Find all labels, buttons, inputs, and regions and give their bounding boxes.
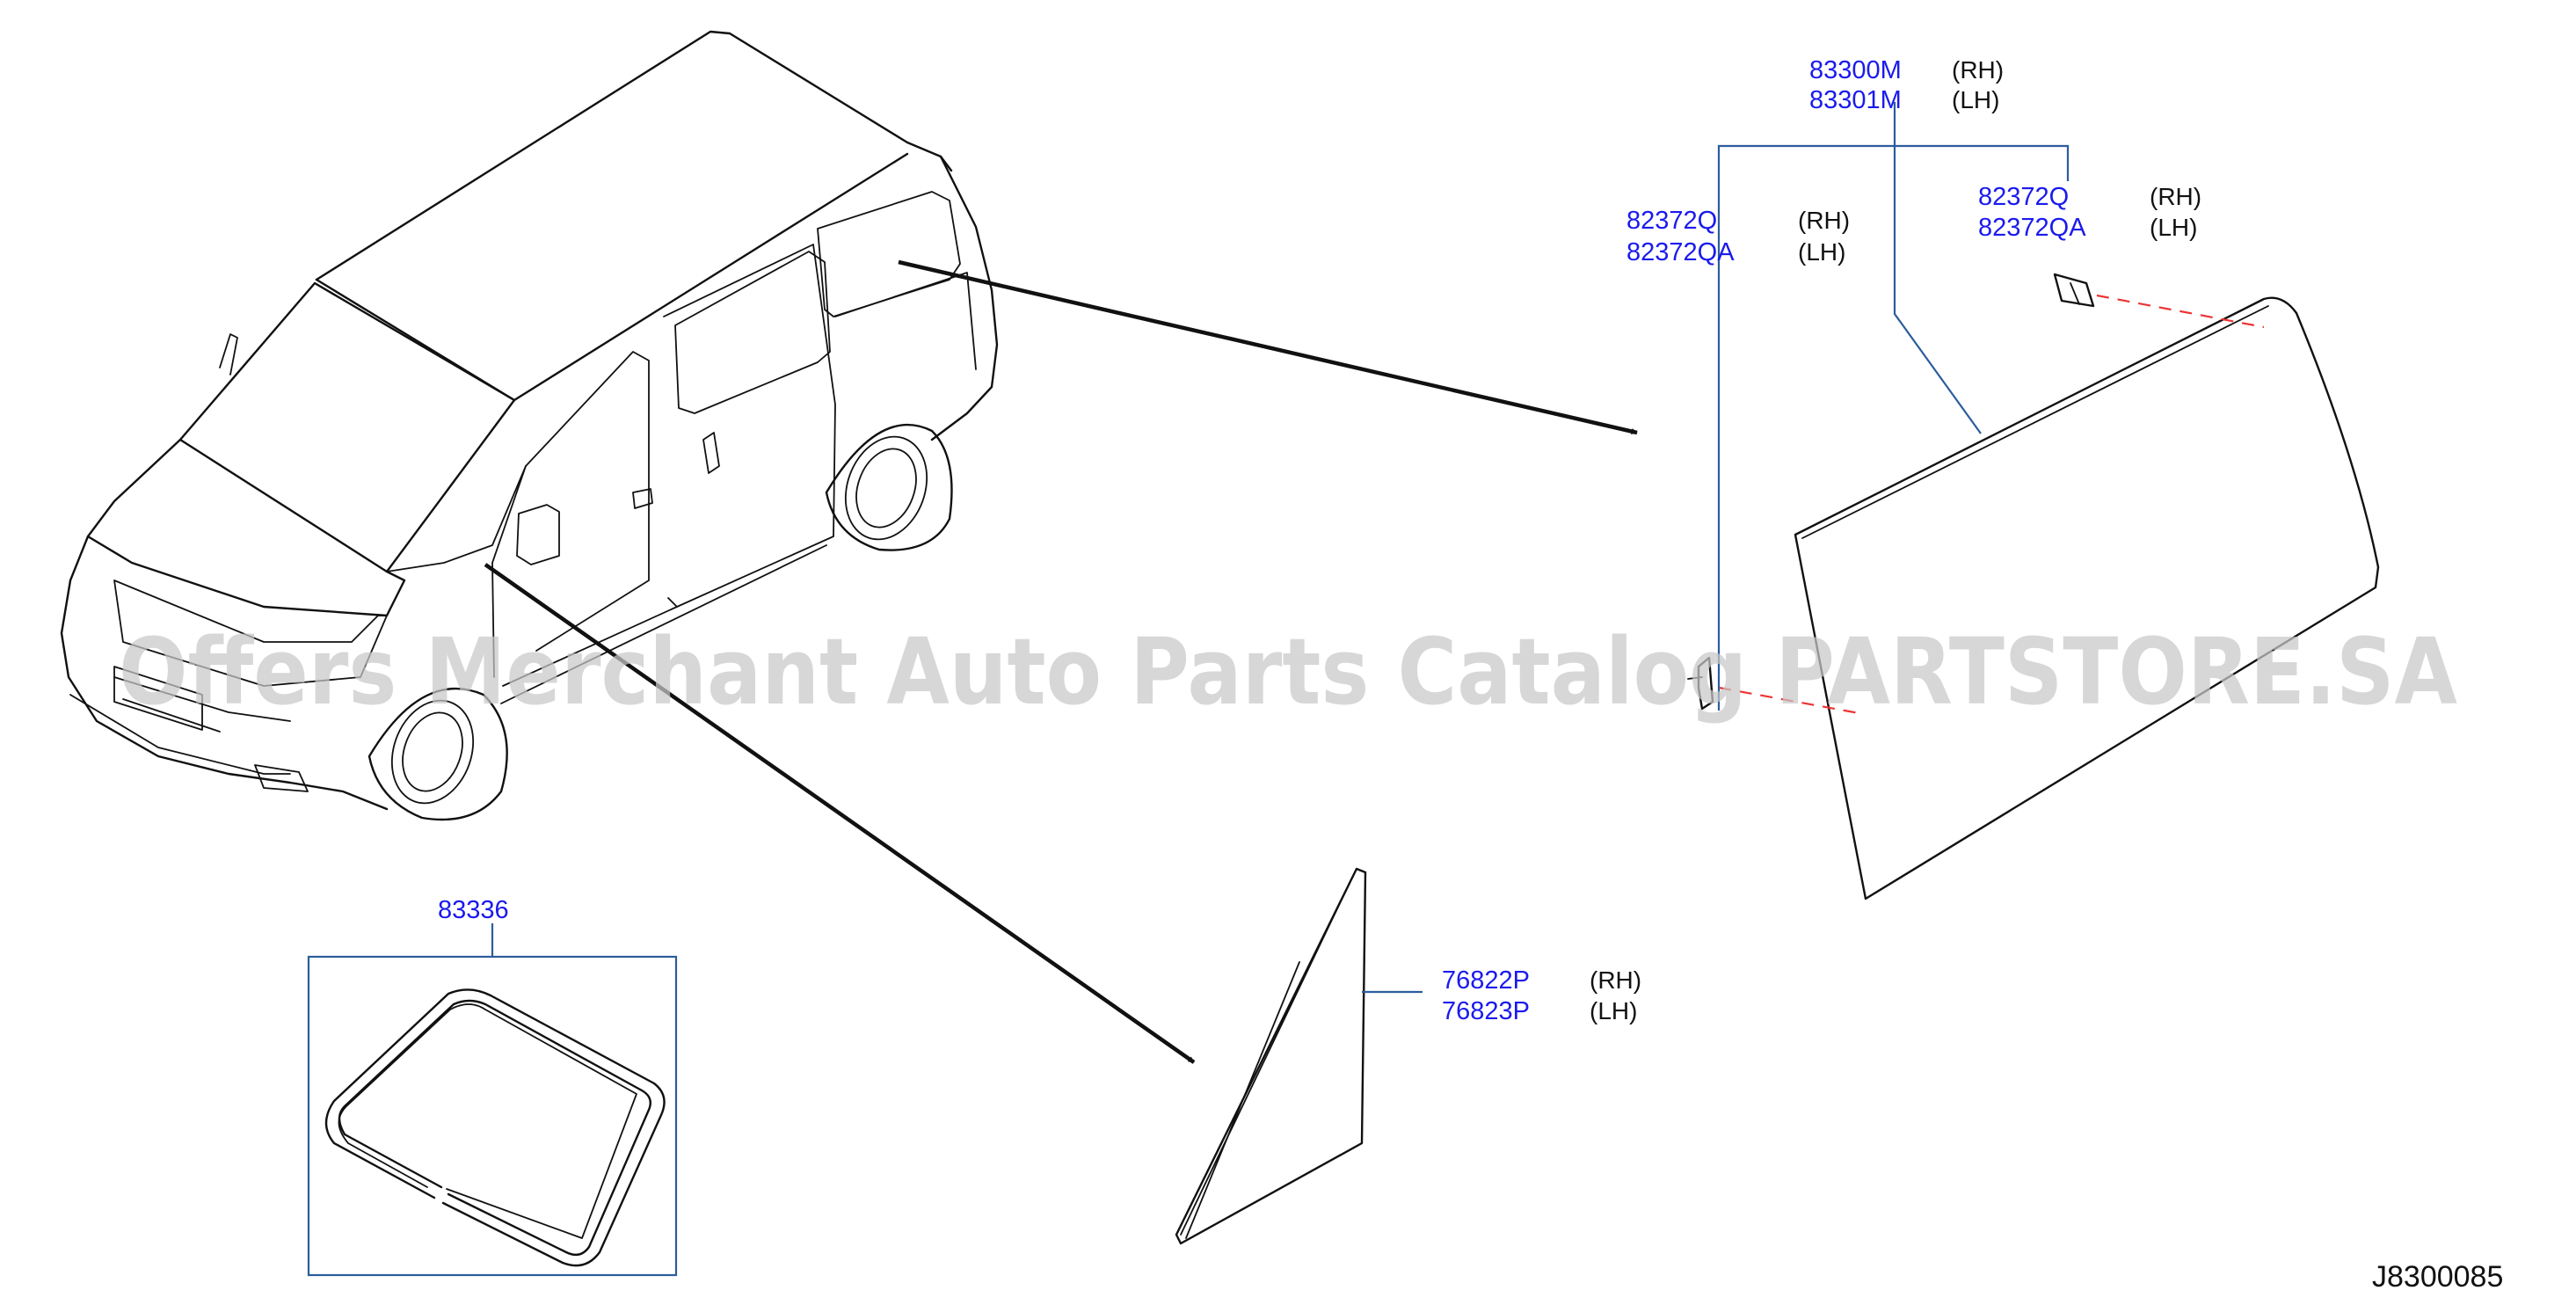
clip-right-lh-number[interactable]: 82372QA xyxy=(1978,214,2086,242)
diagram-code: J8300085 xyxy=(2372,1260,2503,1294)
callout-weatherstrip: 83336 xyxy=(438,896,509,924)
partition-lh-side: (LH) xyxy=(1590,997,1637,1024)
van-illustration xyxy=(60,30,999,821)
callout-clip-left: 82372Q (RH) 82372QA (LH) xyxy=(1626,207,1850,266)
partition-triangle-glass[interactable] xyxy=(1175,867,1367,1245)
windshield-weatherstrip[interactable] xyxy=(324,988,666,1267)
arrow-to-partition-glass xyxy=(484,563,1196,1064)
glass-clip-upper[interactable] xyxy=(2053,273,2095,308)
arrow-to-side-glass xyxy=(898,259,1638,435)
arrows xyxy=(484,259,1638,1064)
clip-left-lh-side: (LH) xyxy=(1798,238,1845,266)
clip-right-lh-side: (LH) xyxy=(2150,214,2197,241)
watermark-text: Offers Merchant Auto Parts Catalog PARTS… xyxy=(119,618,2457,725)
callout-clip-right: 82372Q (RH) 82372QA (LH) xyxy=(1978,183,2201,242)
glass-clip-lower[interactable] xyxy=(1687,656,1714,711)
weatherstrip-number[interactable]: 83336 xyxy=(438,896,509,924)
partition-rh-number[interactable]: 76822P xyxy=(1442,966,1530,995)
clip-left-lh-number[interactable]: 82372QA xyxy=(1626,238,1735,266)
callout-partition-glass: 76822P (RH) 76823P (LH) xyxy=(1442,966,1641,1025)
clip-upper-dash-line xyxy=(2096,294,2265,329)
clip-left-rh-side: (RH) xyxy=(1798,207,1850,234)
clip-right-rh-number[interactable]: 82372Q xyxy=(1978,183,2069,211)
side-glass-leaders xyxy=(1717,102,2070,711)
partition-lh-number[interactable]: 76823P xyxy=(1442,997,1530,1025)
side-glass-rh-side: (RH) xyxy=(1952,56,2004,84)
side-window-glass[interactable] xyxy=(1794,296,2380,900)
side-glass-rh-number[interactable]: 83300M xyxy=(1809,56,1902,84)
clip-right-rh-side: (RH) xyxy=(2150,183,2201,210)
side-glass-lh-number[interactable]: 83301M xyxy=(1809,86,1902,114)
clip-lower-dash-line xyxy=(1718,686,1865,716)
callout-side-glass: 83300M (RH) 83301M (LH) xyxy=(1809,56,2004,114)
partition-rh-side: (RH) xyxy=(1590,966,1641,994)
clip-left-rh-number[interactable]: 82372Q xyxy=(1626,207,1717,235)
side-glass-lh-side: (LH) xyxy=(1952,86,1999,113)
weatherstrip-box xyxy=(307,923,678,1277)
